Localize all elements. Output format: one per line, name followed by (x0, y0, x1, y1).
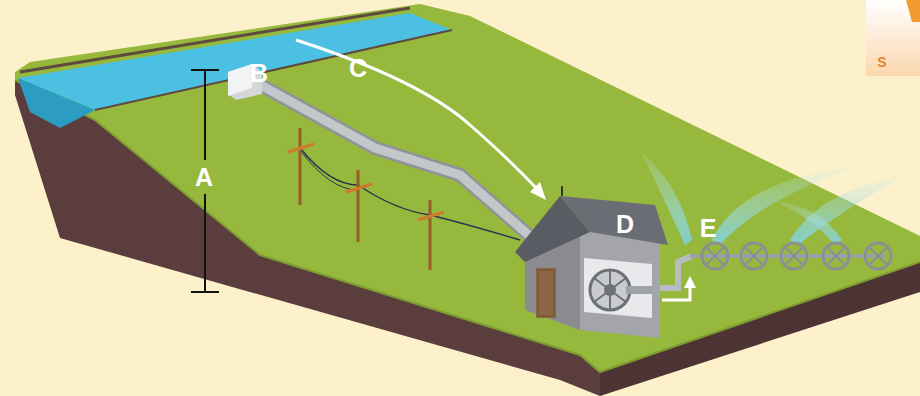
sprinkler-line-part (741, 243, 767, 269)
sprinkler-line-part (823, 243, 849, 269)
sprinkler-line-part (781, 243, 807, 269)
corner-card-part (906, 0, 920, 22)
land-block (15, 4, 920, 396)
power-lines-part (357, 170, 360, 242)
sprinkler-line (690, 243, 891, 269)
sprinkler-line-part (690, 254, 885, 258)
powerhouse (515, 186, 668, 338)
callout-letter: E (700, 216, 717, 241)
callout-letter: C (349, 56, 367, 81)
intake-gate-part (228, 64, 252, 96)
penstock-pipe-part (255, 82, 540, 245)
powerhouse-part (538, 270, 554, 316)
powerhouse-part (590, 270, 630, 310)
canal-part (18, 78, 95, 128)
corner-card (866, 0, 920, 76)
power-lines-part (300, 150, 358, 190)
flow-arrow-part (296, 40, 538, 190)
power-lines-part (418, 212, 444, 220)
flow-arrow (296, 40, 546, 200)
powerhouse-part (536, 268, 556, 318)
height-bracket (191, 70, 219, 292)
sprinkler-line-part (706, 247, 724, 265)
height-bracket-part (191, 69, 219, 71)
callout-letter: B (250, 61, 268, 86)
outlet-pipe-part (684, 276, 696, 288)
irrigation-spray-part (640, 150, 692, 245)
callout-letter: D (616, 212, 634, 237)
canal (18, 8, 452, 128)
land-block-part (15, 4, 920, 372)
powerhouse-part (626, 286, 652, 294)
powerhouse-part (561, 186, 563, 196)
callout-letter: S (877, 55, 886, 69)
height-bracket-part (191, 291, 219, 293)
powerhouse-part (584, 258, 652, 318)
irrigation-spray-part (770, 200, 842, 245)
sprinkler-line-part (702, 243, 728, 269)
callout-letter: A (195, 165, 213, 190)
sprinkler-line-part (827, 247, 845, 265)
penstock-pipe-part (255, 82, 540, 245)
sprinkler-line-part (869, 247, 887, 265)
powerhouse-part (609, 270, 611, 310)
powerhouse-part (580, 228, 660, 338)
power-lines-part (429, 200, 432, 270)
flow-arrow-part (530, 182, 546, 200)
height-bracket-part (204, 194, 206, 292)
sprinkler-line-part (785, 247, 803, 265)
powerhouse-part (560, 196, 668, 245)
height-bracket-part (204, 70, 206, 160)
power-lines-part (299, 128, 302, 205)
power-lines-part (346, 184, 372, 192)
corner-card-part (866, 0, 920, 76)
power-lines-part (288, 144, 314, 152)
irrigation-spray (640, 150, 905, 245)
sprinkler-line-part (745, 247, 763, 265)
sprinkler-line-part (865, 243, 891, 269)
outlet-pipe (660, 256, 696, 300)
penstock-pipe (255, 82, 540, 245)
